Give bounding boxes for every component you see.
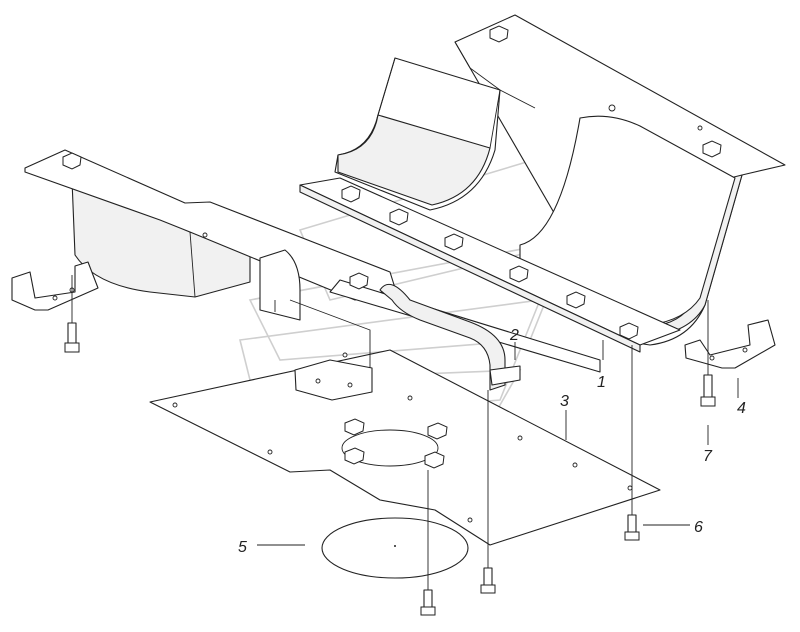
center-bracket (294, 359, 521, 401)
bolts (64, 275, 716, 616)
left-beam (24, 149, 396, 301)
callout-1: 1 (597, 374, 606, 391)
callout-6: 6 (694, 519, 703, 536)
callout-2: 2 (509, 327, 519, 344)
saddle-block (334, 57, 501, 211)
bracket-right (684, 319, 776, 369)
callout-5: 5 (238, 539, 247, 556)
base-plate (149, 349, 661, 546)
tunnel-cover (259, 249, 601, 391)
callout-7: 7 (703, 448, 713, 465)
leader-lines (257, 340, 739, 546)
round-cover (321, 517, 469, 579)
callout-3: 3 (560, 393, 569, 410)
plate-nuts (344, 418, 448, 469)
right-shell (454, 14, 786, 346)
rail-nuts (62, 25, 722, 340)
left-bracket (11, 261, 99, 311)
callout-4: 4 (737, 400, 746, 417)
